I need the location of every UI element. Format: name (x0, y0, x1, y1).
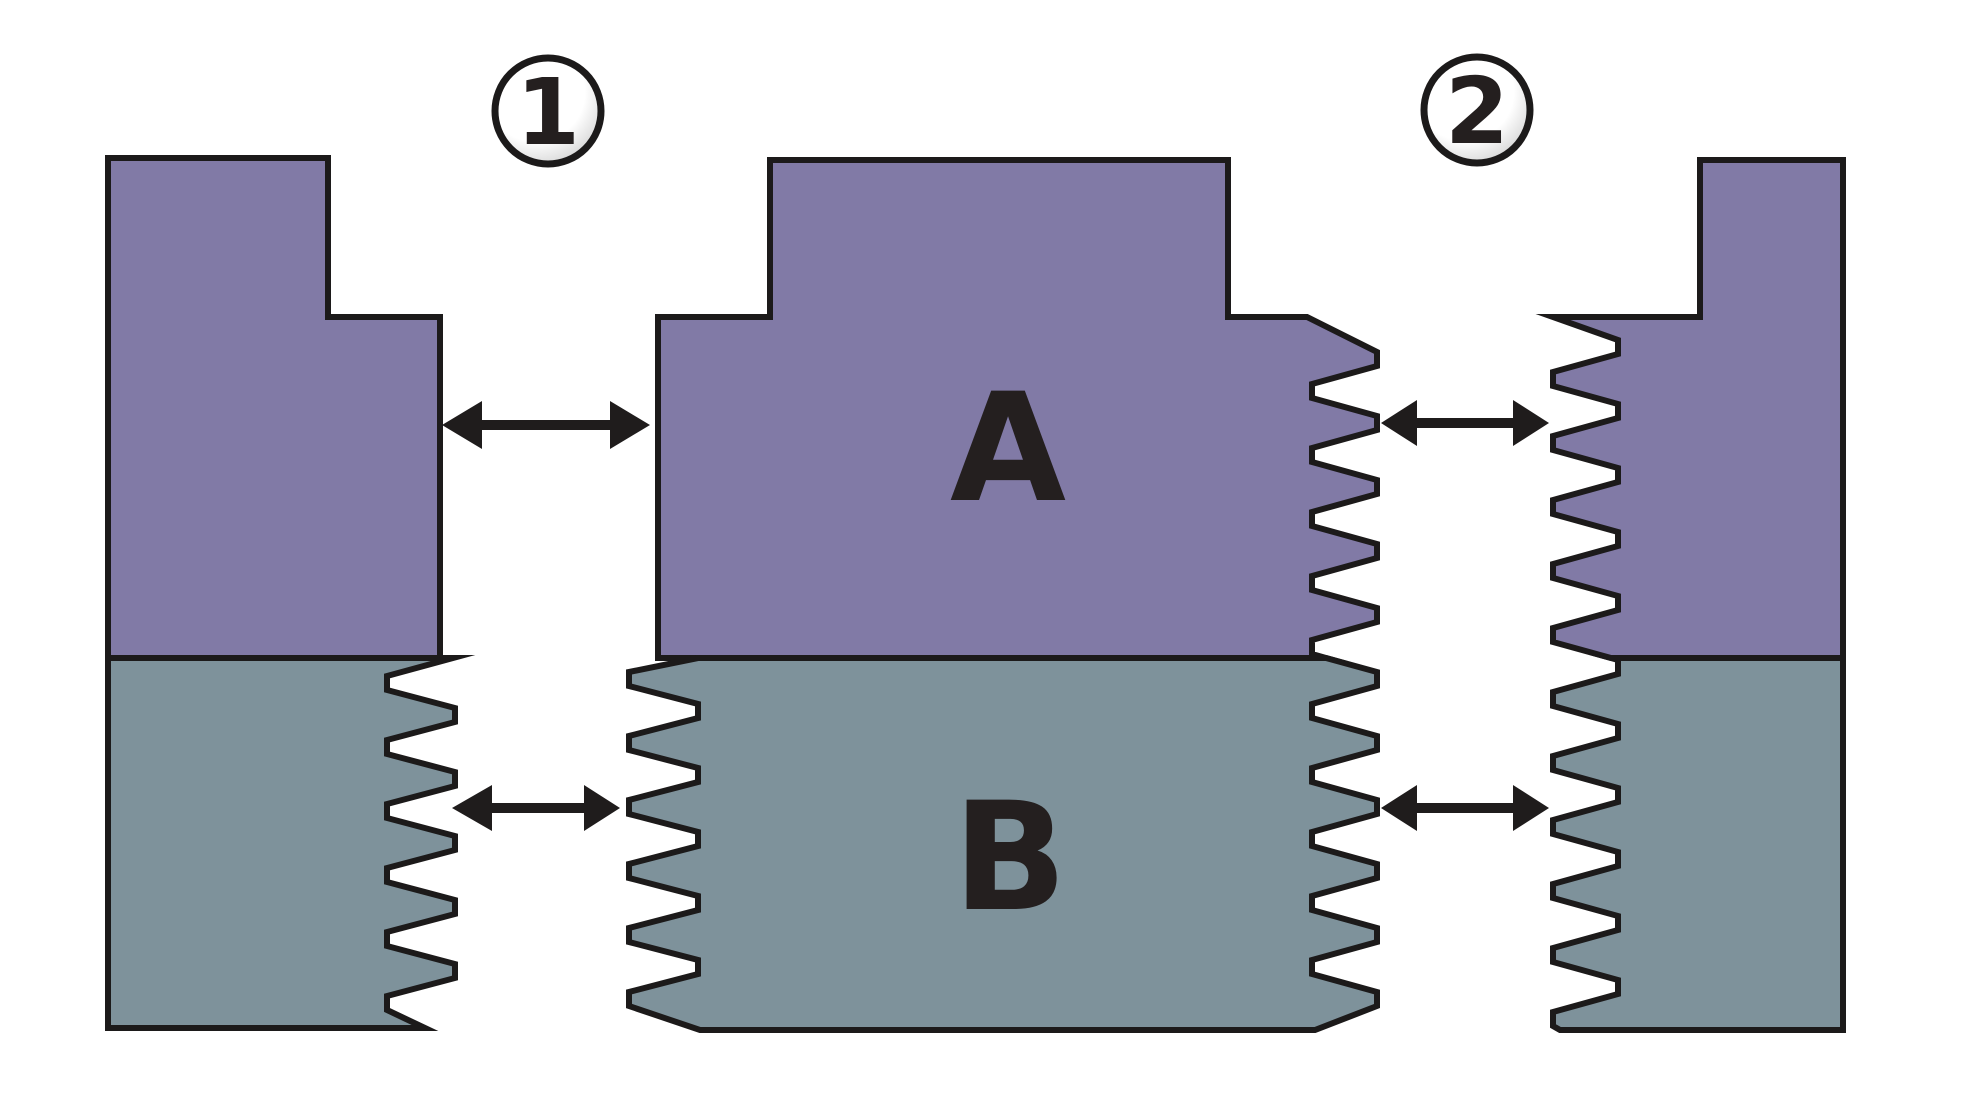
gap2-layer-b-double-arrow (1381, 785, 1549, 831)
marker-1-circle (491, 54, 605, 168)
gap1-layer-a-double-arrow (442, 401, 650, 449)
label-layer-b: B (953, 771, 1067, 945)
gap1-layer-b-double-arrow (452, 785, 620, 831)
marker-2-label: 2 (1445, 58, 1509, 165)
right-block-layer-a (1535, 157, 1846, 661)
left-block-layer-b (105, 655, 476, 1031)
right-block-layer-b (1550, 655, 1846, 1033)
marker-2-circle (1420, 53, 1534, 167)
left-block-layer-a (105, 155, 443, 661)
center-block-layer-b (626, 655, 1380, 1033)
gap2-layer-a-double-arrow (1381, 400, 1549, 446)
marker-1-label: 1 (516, 59, 580, 166)
label-layer-a: A (950, 362, 1066, 536)
